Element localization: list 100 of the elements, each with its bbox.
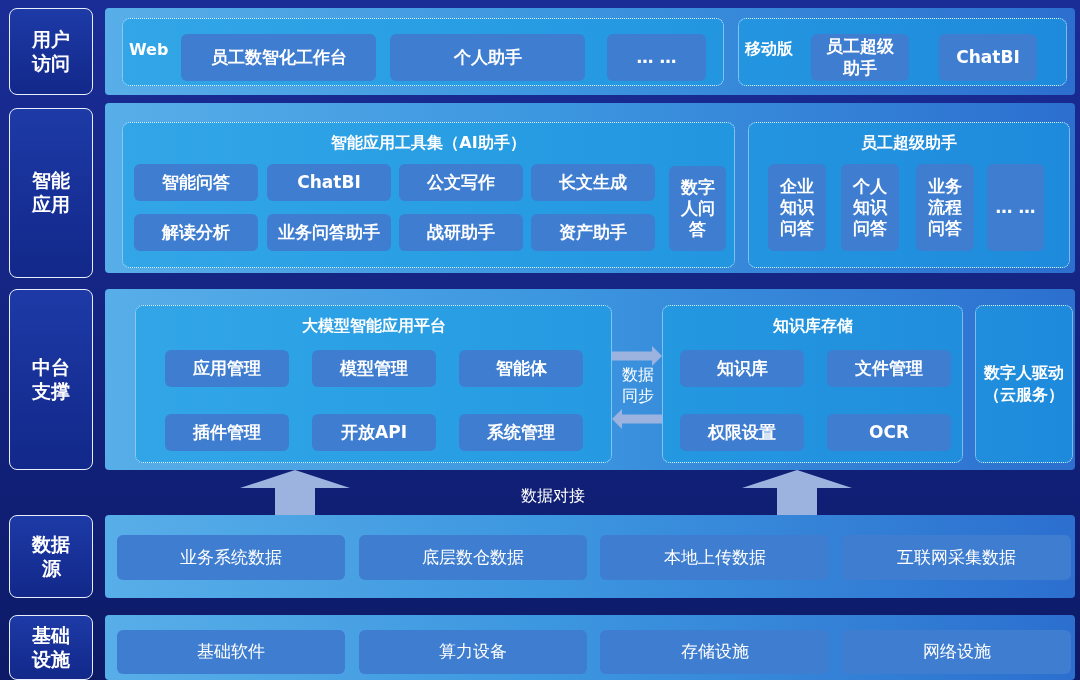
layer-label-box bbox=[9, 289, 93, 470]
module-box bbox=[117, 630, 345, 674]
module-label: 数字人问答 bbox=[679, 176, 716, 241]
module-box bbox=[531, 214, 655, 251]
module-box bbox=[811, 34, 909, 81]
module-label: 资产助手 bbox=[559, 221, 627, 244]
module-label: OCR bbox=[869, 421, 909, 444]
module-box bbox=[841, 164, 899, 251]
layer-band bbox=[105, 8, 1075, 95]
module-box bbox=[165, 350, 289, 387]
module-box bbox=[117, 535, 345, 580]
module-label: 底层数仓数据 bbox=[422, 546, 524, 569]
layer-band bbox=[105, 615, 1075, 680]
layer-band bbox=[105, 289, 1075, 470]
module-box bbox=[399, 214, 523, 251]
module-label: 网络设施 bbox=[922, 641, 991, 663]
module-label: 企业知识问答 bbox=[779, 175, 816, 240]
group-panel bbox=[135, 305, 612, 463]
module-label: ChatBI bbox=[297, 171, 361, 194]
block-arrow bbox=[742, 470, 852, 515]
group-heading: 数字人驱动（云服务） bbox=[983, 362, 1065, 406]
group-panel bbox=[748, 122, 1070, 268]
module-box bbox=[916, 164, 974, 251]
module-label: 业务系统数据 bbox=[180, 546, 282, 569]
module-box bbox=[607, 34, 706, 81]
module-box bbox=[459, 350, 583, 387]
layer-name: 用户访问 bbox=[30, 27, 71, 76]
group-heading: 员工超级助手 bbox=[860, 133, 958, 154]
layer-band bbox=[105, 515, 1075, 598]
module-label: 业务问答助手 bbox=[278, 221, 380, 244]
module-box bbox=[267, 214, 391, 251]
module-label: 解读分析 bbox=[162, 221, 230, 244]
module-box bbox=[680, 414, 804, 451]
module-box bbox=[399, 164, 523, 201]
module-box bbox=[827, 350, 951, 387]
module-label: 权限设置 bbox=[708, 421, 776, 444]
module-label: 长文生成 bbox=[559, 171, 627, 194]
block-arrow bbox=[612, 409, 662, 429]
module-box bbox=[312, 350, 436, 387]
module-box bbox=[768, 164, 826, 251]
module-label: 本地上传数据 bbox=[663, 546, 766, 569]
module-label: ChatBI bbox=[956, 46, 1020, 69]
module-label: 知识库 bbox=[716, 357, 768, 380]
module-box bbox=[987, 164, 1044, 251]
module-box bbox=[390, 34, 585, 81]
group-heading: Web bbox=[129, 40, 169, 60]
module-label: 战研助手 bbox=[427, 221, 495, 244]
block-arrow bbox=[240, 470, 350, 515]
module-label: 系统管理 bbox=[487, 421, 555, 444]
group-heading: 大模型智能应用平台 bbox=[300, 316, 447, 337]
module-box bbox=[459, 414, 583, 451]
module-label: 文件管理 bbox=[855, 357, 923, 380]
module-box bbox=[181, 34, 376, 81]
module-label: 模型管理 bbox=[340, 357, 408, 380]
layer-label-box bbox=[9, 515, 93, 598]
module-label: 个人助手 bbox=[453, 46, 522, 69]
layer-name: 数据源 bbox=[31, 532, 71, 581]
group-heading: 移动版 bbox=[745, 39, 793, 60]
block-arrow bbox=[612, 346, 662, 366]
module-label: 个人知识问答 bbox=[852, 175, 889, 240]
module-label: 存储设施 bbox=[680, 641, 749, 663]
group-heading: 知识库存储 bbox=[771, 316, 854, 337]
module-label: 互联网采集数据 bbox=[897, 546, 1016, 569]
module-box bbox=[359, 630, 587, 674]
module-box bbox=[680, 350, 804, 387]
layer-label-box bbox=[9, 615, 93, 680]
module-label: 员工数智化工作台 bbox=[210, 46, 347, 69]
module-box bbox=[939, 34, 1037, 81]
layer-band bbox=[105, 103, 1075, 273]
module-label: 插件管理 bbox=[193, 421, 261, 444]
flow-label: 数据对接 bbox=[520, 486, 586, 507]
layer-label-box bbox=[9, 108, 93, 278]
group-panel bbox=[975, 305, 1073, 463]
module-label: 基础软件 bbox=[197, 641, 265, 663]
module-label: 智能体 bbox=[495, 357, 547, 380]
module-label: 智能问答 bbox=[162, 171, 230, 194]
module-box bbox=[531, 164, 655, 201]
module-box bbox=[312, 414, 436, 451]
module-box bbox=[165, 414, 289, 451]
group-heading: 智能应用工具集（AI助手） bbox=[330, 133, 527, 154]
module-box bbox=[267, 164, 391, 201]
layer-name: 基础设施 bbox=[30, 623, 71, 672]
module-box bbox=[134, 214, 258, 251]
module-label: 算力设备 bbox=[439, 641, 507, 663]
module-label: 业务流程问答 bbox=[927, 175, 963, 240]
flow-label: 数据同步 bbox=[621, 365, 655, 407]
module-label: 开放API bbox=[341, 421, 407, 444]
module-label: … … bbox=[995, 196, 1036, 219]
module-label: 公文写作 bbox=[427, 171, 495, 194]
module-box bbox=[827, 414, 951, 451]
layer-name: 智能应用 bbox=[31, 169, 71, 217]
module-label: 应用管理 bbox=[193, 357, 261, 380]
module-box bbox=[669, 166, 726, 251]
group-panel bbox=[738, 18, 1067, 86]
module-box bbox=[134, 164, 258, 201]
module-label: … … bbox=[636, 46, 677, 69]
group-panel bbox=[122, 18, 724, 86]
layer-label-box bbox=[9, 8, 93, 95]
layer-name: 中台支撑 bbox=[31, 355, 71, 404]
group-panel bbox=[122, 122, 735, 268]
